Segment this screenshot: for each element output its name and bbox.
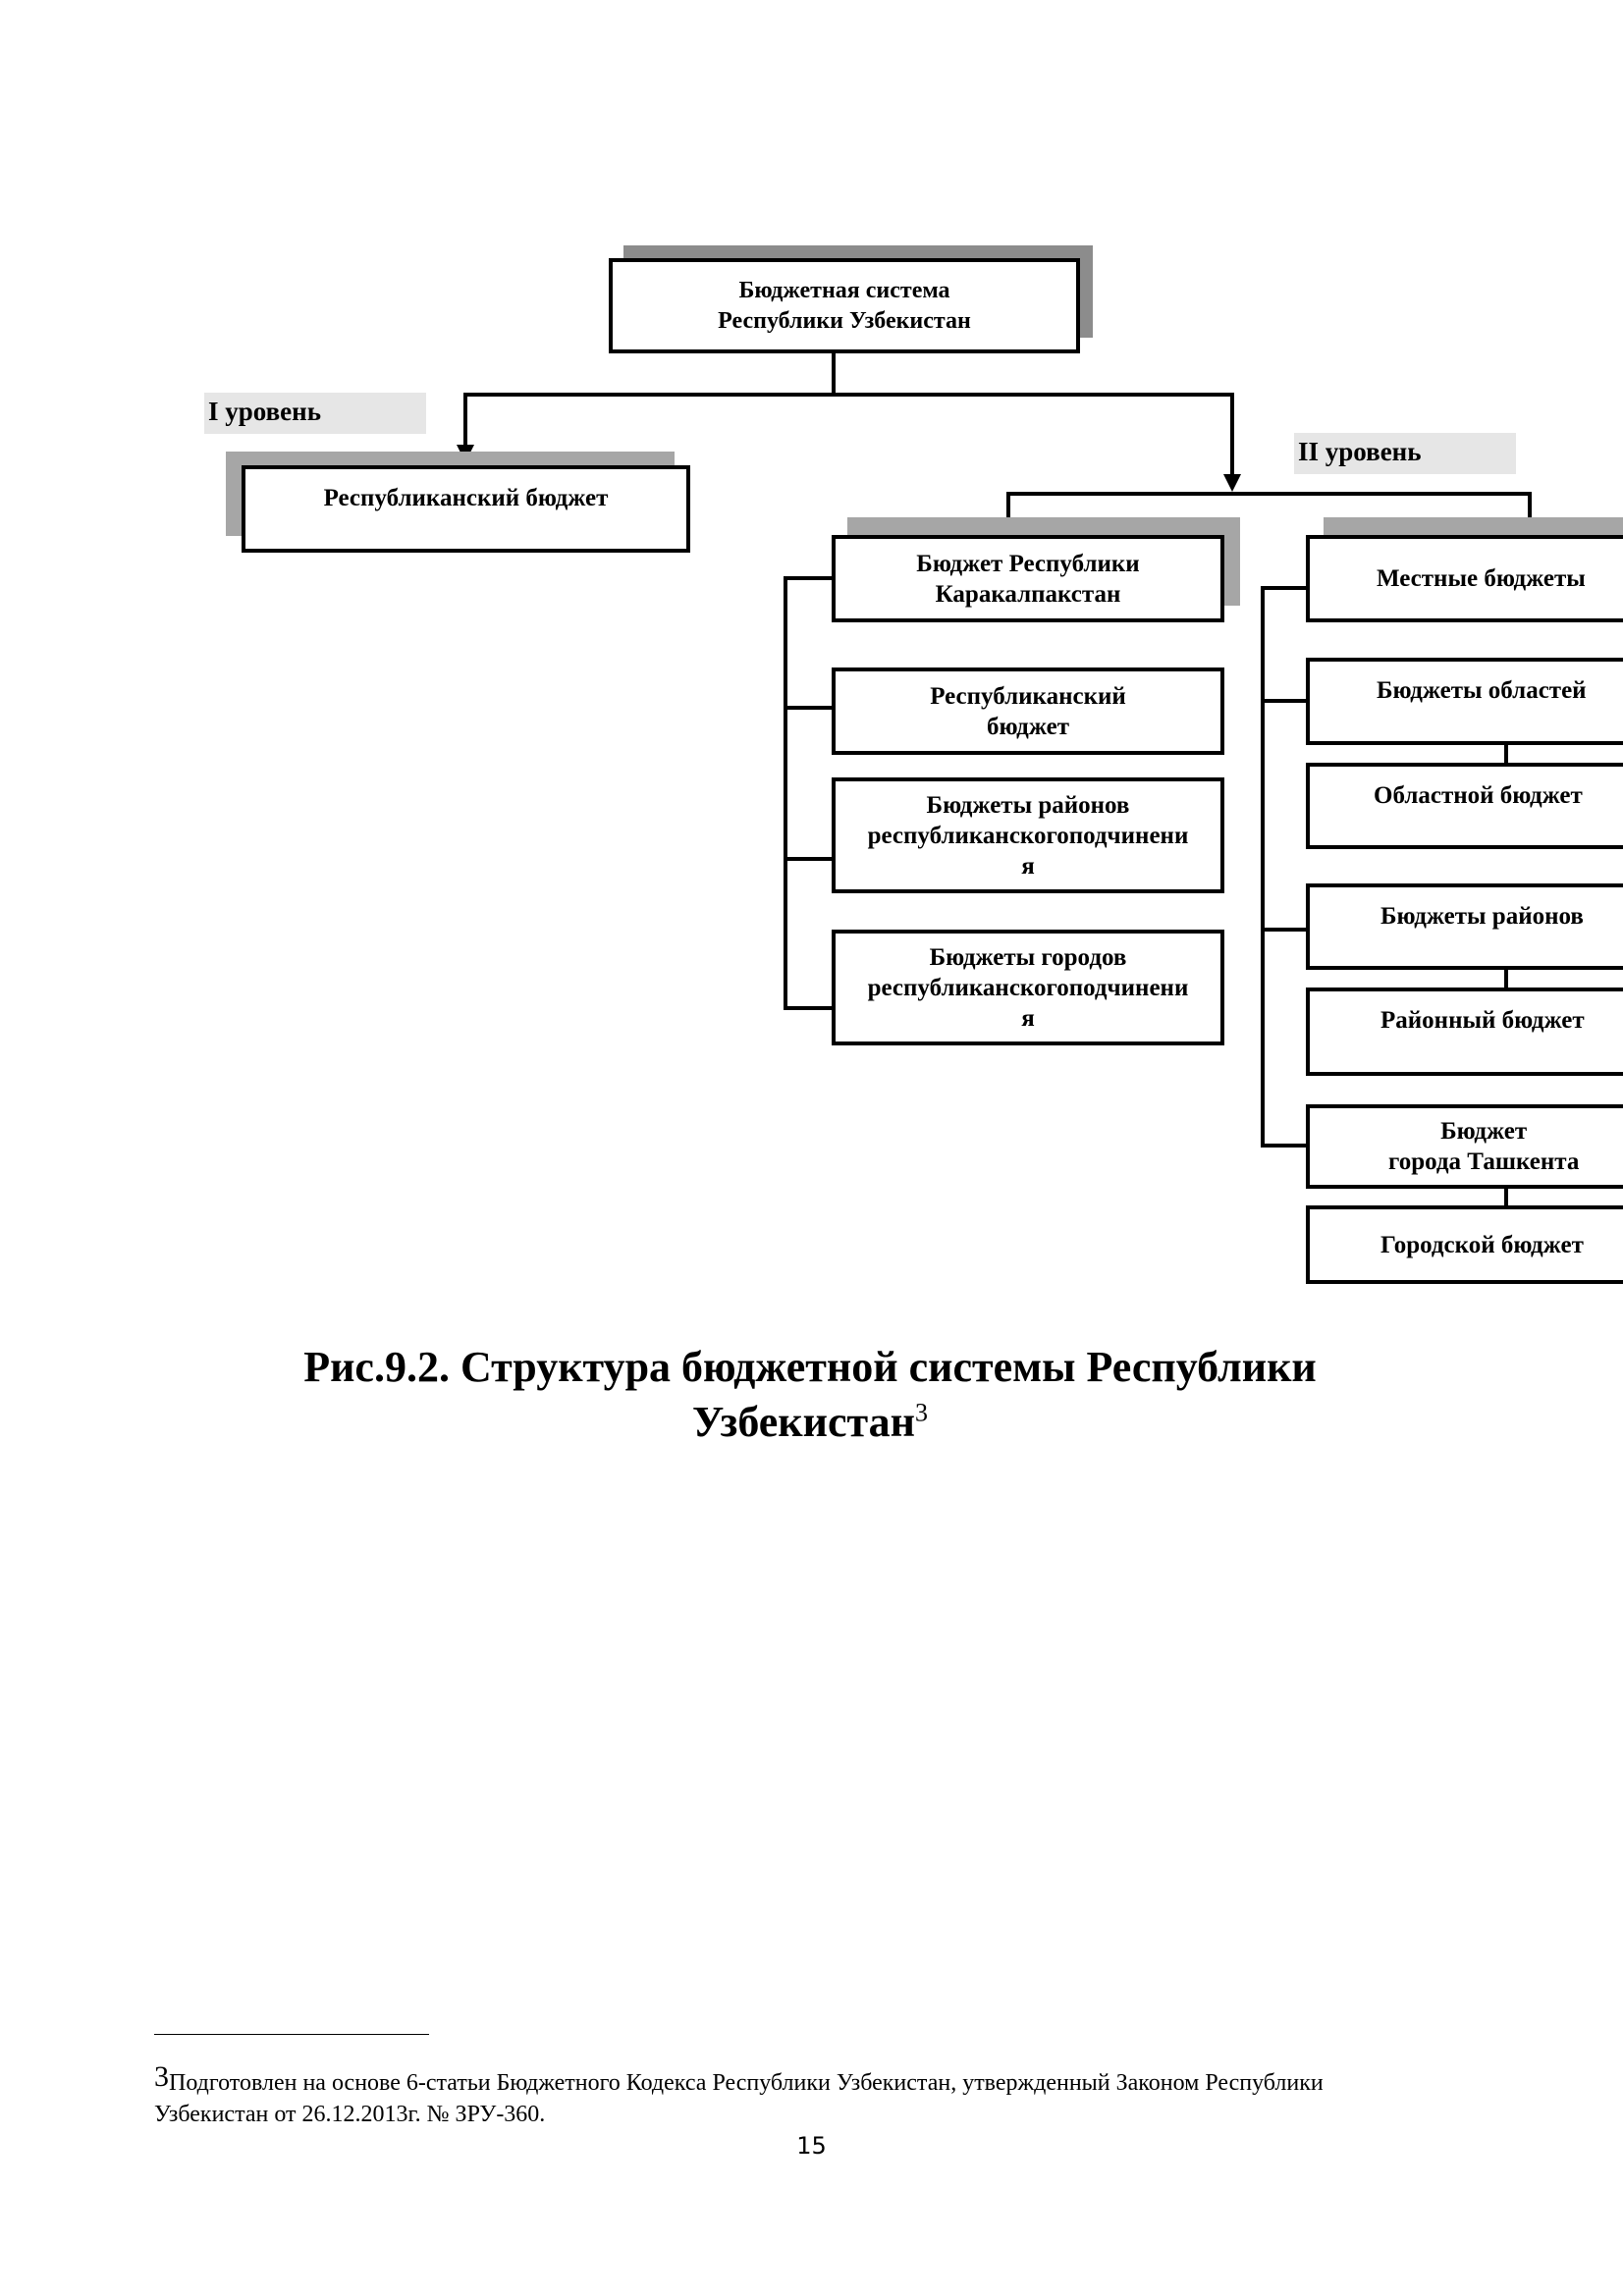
kk-district-budgets-box: Бюджеты районов республиканскогоподчинен… (832, 777, 1224, 893)
caption-text: Рис.9.2. Структура бюджетной системы Рес… (303, 1343, 1317, 1446)
level-1-label: I уровень (204, 393, 426, 434)
footnote: 3Подготовлен на основе 6-статьи Бюджетно… (154, 2061, 1431, 2130)
republican-budget-box: Республиканский бюджет (242, 465, 690, 553)
bracket-tick (1261, 586, 1306, 590)
arrow-down-icon (1223, 474, 1241, 492)
local-budgets-header-box: Местные бюджеты (1306, 535, 1623, 622)
districts-budgets-label: Бюджеты районов (1380, 903, 1584, 930)
root-label: Бюджетная система Республики Узбекистан (718, 277, 971, 334)
bracket-tick (1261, 928, 1306, 932)
budget-system-diagram: Бюджетная система Республики Узбекистан … (204, 245, 1623, 1284)
bracket-tick (784, 576, 832, 580)
level-2-label: II уровень (1294, 433, 1516, 474)
figure-caption: Рис.9.2. Структура бюджетной системы Рес… (177, 1340, 1443, 1450)
connector (832, 353, 836, 395)
district-budget-label: Районный бюджет (1380, 1007, 1585, 1034)
root-box: Бюджетная система Республики Узбекистан (609, 258, 1080, 353)
districts-budgets-box: Бюджеты районов (1306, 883, 1623, 970)
connector (1006, 492, 1010, 531)
bracket-tick (784, 857, 832, 861)
connector (1528, 492, 1532, 531)
karakalpakstan-header-box: Бюджет Республики Каракалпакстан (832, 535, 1224, 622)
local-budgets-header-label: Местные бюджеты (1377, 565, 1586, 592)
connector (1006, 492, 1532, 496)
regions-budgets-box: Бюджеты областей (1306, 658, 1623, 745)
bracket-line (784, 576, 787, 1010)
bracket-tick (784, 1006, 832, 1010)
kk-city-budgets-box: Бюджеты городов республиканскогоподчинен… (832, 930, 1224, 1045)
bracket-tick (784, 706, 832, 710)
kk-republican-budget-box: Республиканский бюджет (832, 667, 1224, 755)
connector (1504, 1189, 1508, 1208)
tashkent-budget-box: Бюджет города Ташкента (1306, 1104, 1623, 1189)
regional-budget-label: Областной бюджет (1374, 782, 1583, 809)
footnote-reference[interactable]: 3 (915, 1398, 929, 1427)
footnote-text: Подготовлен на основе 6-статьи Бюджетног… (154, 2070, 1324, 2127)
connector (1230, 393, 1234, 474)
tashkent-budget-label: Бюджет города Ташкента (1388, 1118, 1580, 1175)
city-budget-box: Городской бюджет (1306, 1205, 1623, 1284)
regional-budget-box: Областной бюджет (1306, 763, 1623, 849)
karakalpakstan-header-label: Бюджет Республики Каракалпакстан (916, 550, 1140, 608)
republican-budget-label: Республиканский бюджет (323, 485, 609, 511)
kk-city-budgets-label: Бюджеты городов республиканскогоподчинен… (867, 943, 1189, 1032)
regions-budgets-label: Бюджеты областей (1377, 677, 1587, 704)
footnote-separator (154, 2034, 429, 2035)
bracket-tick (1261, 1144, 1306, 1148)
bracket-tick (1261, 699, 1306, 703)
local-budgets-shadow (1324, 517, 1623, 537)
bracket-line (1261, 586, 1265, 1147)
page-number: 15 (796, 2132, 827, 2160)
kk-republican-budget-label: Республиканский бюджет (930, 682, 1126, 740)
footnote-mark: 3 (154, 2060, 169, 2093)
connector (463, 393, 467, 447)
district-budget-box: Районный бюджет (1306, 988, 1623, 1076)
connector (1504, 745, 1508, 765)
connector (1504, 970, 1508, 989)
kk-district-budgets-label: Бюджеты районов республиканскогоподчинен… (867, 791, 1189, 880)
connector (463, 393, 1234, 397)
city-budget-label: Городской бюджет (1380, 1231, 1584, 1258)
